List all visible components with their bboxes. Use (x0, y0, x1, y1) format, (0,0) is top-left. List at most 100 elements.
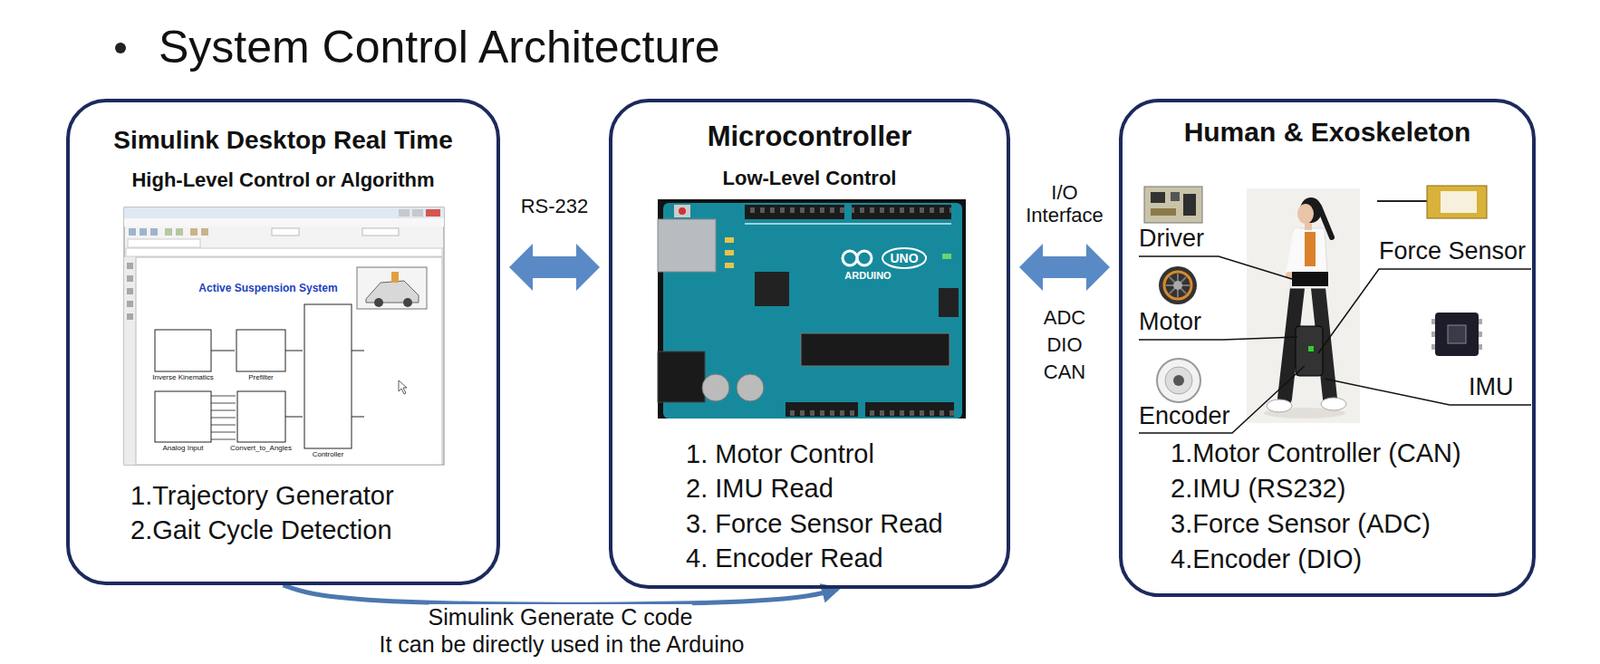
simulink-screenshot (124, 207, 444, 219)
block-arrow (509, 243, 600, 291)
leader-line (1318, 269, 1532, 354)
person-photo (1266, 399, 1292, 413)
leader-line (1138, 256, 1532, 434)
subheading: Low-Level Control (722, 166, 897, 191)
signal-label: DIO (1046, 333, 1082, 357)
arduino-board (657, 219, 716, 272)
board-logo: ARDUINO (844, 269, 891, 282)
person-photo (1319, 206, 1332, 238)
list-item: 4.Encoder (DIO) (1170, 543, 1362, 576)
encoder-icon (1156, 358, 1201, 403)
arduino-board (724, 262, 734, 269)
list-item: 4. Encoder Read (685, 542, 884, 575)
simulink-screenshot (124, 207, 444, 465)
heading: Simulink Desktop Real Time (113, 125, 454, 156)
signal-label: CAN (1043, 360, 1086, 384)
simulink-screenshot (164, 228, 173, 236)
simulink-screenshot (124, 257, 136, 465)
arduino-board (674, 204, 691, 218)
panel-box: MicrocontrollerLow-Level Control1. Motor… (608, 98, 1011, 589)
motor-icon (1166, 273, 1190, 298)
simulink-screenshot (425, 209, 441, 217)
part-label: IMU (1468, 373, 1514, 402)
simulink-screenshot (356, 267, 427, 309)
arduino-board (657, 199, 966, 419)
leader-line (1138, 366, 1305, 434)
simulink-screenshot (391, 271, 399, 283)
person-photo (1290, 228, 1329, 289)
block-label: Inverse Kinematics (152, 373, 214, 382)
imu-icon (1447, 325, 1466, 344)
simulink-screenshot (127, 239, 201, 248)
imu-icon (1478, 344, 1483, 350)
arduino-board (865, 402, 955, 417)
encoder-icon (1173, 375, 1185, 386)
person-photo (1308, 346, 1314, 352)
arduino-board (800, 333, 950, 367)
arduino-board (851, 204, 952, 220)
block-label: Controller (312, 450, 345, 459)
arduino-board (857, 250, 872, 266)
list-item: 1.Trajectory Generator (130, 480, 395, 512)
arduino-board (744, 222, 952, 225)
force-sensor-icon (1377, 200, 1427, 203)
list-item: 2.Gait Cycle Detection (130, 514, 393, 547)
block-label: Convert_to_Angles (230, 443, 292, 453)
person-photo (1320, 397, 1347, 411)
person-photo (1246, 188, 1360, 424)
simulink-screenshot (126, 300, 134, 308)
encoder-icon (1156, 358, 1201, 403)
simulink-screenshot (126, 275, 134, 282)
simulink-screenshot (154, 391, 212, 443)
arduino-board (678, 207, 686, 215)
person-photo (1291, 271, 1329, 287)
simulink-screenshot (398, 380, 407, 395)
arduino-board (865, 402, 955, 417)
list-item: 2. IMU Read (685, 472, 834, 505)
simulink-screenshot (271, 228, 299, 236)
motor-icon (1173, 280, 1183, 290)
simulink-screenshot (175, 228, 184, 236)
note: It can be directly used in the Arduino (378, 631, 744, 658)
motor-icon (1158, 266, 1197, 305)
part-label: Motor (1138, 308, 1202, 337)
person-photo (1297, 203, 1314, 224)
simulink-screenshot (237, 391, 286, 443)
driver-board-icon (1183, 193, 1196, 216)
signal-label: ADC (1043, 306, 1086, 329)
force-sensor-icon (1377, 185, 1487, 219)
block-label: Analog Input (163, 443, 204, 453)
simulink-screenshot (139, 228, 147, 236)
arduino-board (657, 199, 966, 419)
force-sensor-icon (1440, 191, 1477, 213)
person-photo (1290, 231, 1298, 272)
arduino-board (744, 204, 845, 220)
simulink-screenshot (304, 304, 352, 449)
block-label: Prefilter (248, 373, 274, 382)
motor-icon (1164, 271, 1192, 299)
board-logo: UNO (889, 250, 918, 266)
arduino-board (744, 204, 845, 220)
simulink-screenshot (201, 228, 209, 236)
list-item: 1.Motor Controller (CAN) (1170, 437, 1462, 470)
arduino-board (724, 250, 734, 256)
list-item: 2.IMU (RS232) (1170, 472, 1346, 505)
heading: Human & Exoskeleton (1184, 115, 1472, 149)
simulink-screenshot (403, 298, 413, 308)
driver-board-icon (1150, 208, 1176, 216)
edge-label: RS-232 (520, 194, 589, 218)
encoder-icon (1165, 366, 1193, 395)
imu-icon (1435, 312, 1479, 357)
simulink-screenshot (125, 248, 443, 257)
part-label: Encoder (1138, 402, 1231, 431)
imu-icon (1431, 344, 1436, 350)
list-item: 3.Force Sensor (ADC) (1170, 508, 1431, 540)
arduino-board (736, 374, 764, 402)
arduino-board (851, 204, 952, 220)
driver-board-icon (1144, 186, 1203, 223)
heading: Microcontroller (707, 119, 913, 154)
simulink-screenshot (398, 209, 410, 217)
bullet-dot (115, 42, 126, 54)
edge-label: Simulink Generate C code (428, 604, 694, 631)
simulink-screenshot (126, 262, 134, 270)
